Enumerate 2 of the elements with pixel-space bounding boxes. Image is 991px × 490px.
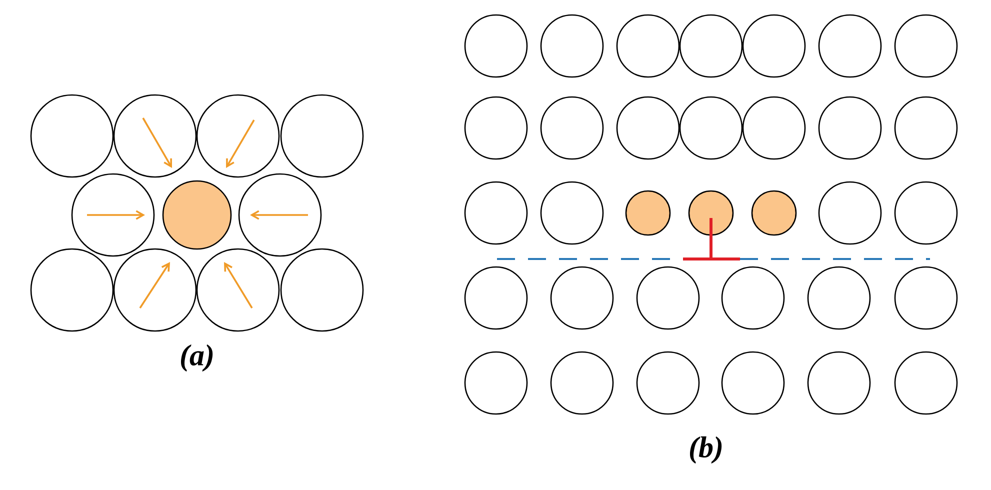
panel-label: (a) <box>181 344 213 372</box>
panel-label: (b) <box>690 436 722 464</box>
